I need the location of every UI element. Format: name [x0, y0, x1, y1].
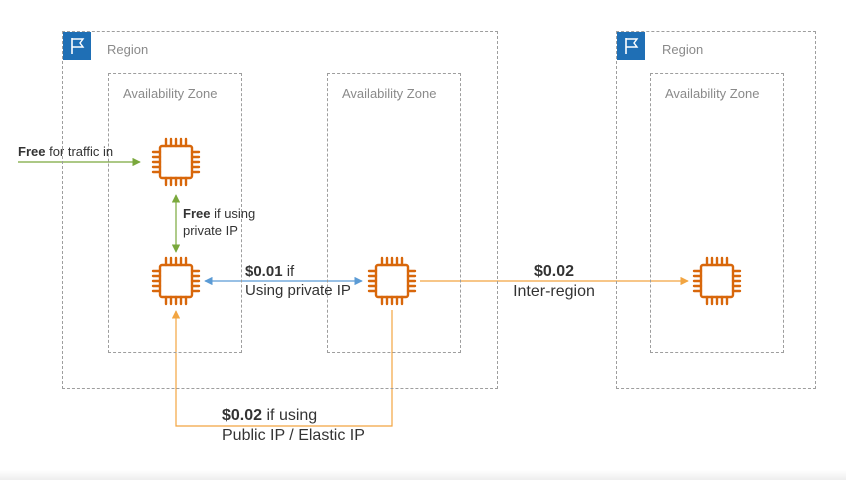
region-box-2 [616, 31, 816, 389]
region-label-1: Region [107, 42, 149, 57]
ec2-chip-icon [692, 256, 742, 306]
public-ip-label: $0.02 if using Public IP / Elastic IP [222, 407, 365, 444]
availability-zone-label-1: Availability Zone [123, 86, 218, 101]
flag-icon [617, 32, 645, 60]
public-ip-arrow [171, 310, 393, 427]
ec2-chip-icon [151, 137, 201, 187]
traffic-in-label: Free for traffic in [18, 144, 114, 159]
cross-az-private-label: $0.01 if Using private IP [245, 263, 351, 299]
ec2-chip-icon [151, 256, 201, 306]
same-az-private-label: Free if using private IP [183, 206, 256, 238]
availability-zone-box-2 [327, 73, 461, 353]
bottom-shadow [0, 470, 846, 480]
availability-zone-label-3: Availability Zone [665, 86, 760, 101]
ec2-chip-icon [367, 256, 417, 306]
availability-zone-box-3 [650, 73, 784, 353]
region-box-1 [62, 31, 498, 389]
inter-region-label: $0.02 Inter-region [513, 263, 595, 300]
flag-icon [63, 32, 91, 60]
availability-zone-label-2: Availability Zone [342, 86, 437, 101]
availability-zone-box-1 [108, 73, 242, 353]
region-label-2: Region [662, 42, 704, 57]
